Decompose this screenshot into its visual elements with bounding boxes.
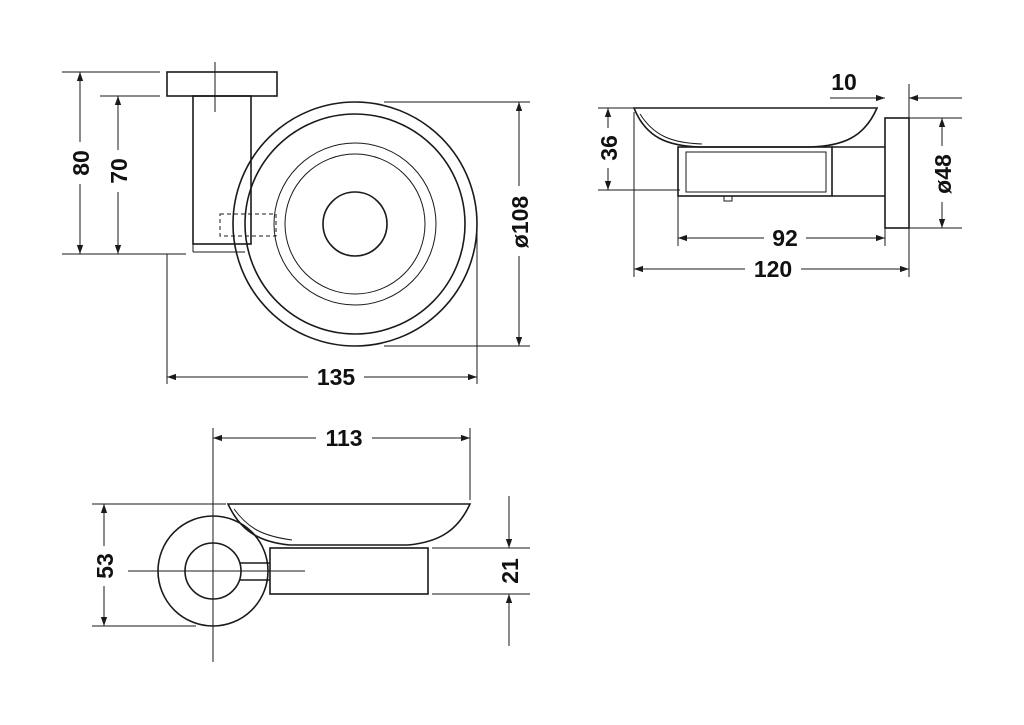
dimension-label-108: ø108 bbox=[507, 196, 533, 249]
dimension-label-120: 120 bbox=[754, 256, 792, 282]
side-rosette bbox=[884, 117, 910, 229]
dimension-label-92: 92 bbox=[772, 225, 798, 251]
side-dish bbox=[632, 107, 879, 148]
dish-center bbox=[322, 191, 388, 257]
dimension-label-80: 80 bbox=[68, 150, 94, 176]
top-view: 113 53 21 bbox=[90, 424, 530, 662]
dimension-label-48: ø48 bbox=[930, 154, 956, 194]
dish-outer-rim bbox=[232, 101, 478, 347]
dish-well-inner bbox=[284, 153, 426, 295]
dish-inner-rim bbox=[244, 113, 466, 335]
hidden-holder bbox=[219, 213, 277, 237]
dimension-label-113: 113 bbox=[325, 425, 362, 451]
dish-well-outer bbox=[273, 142, 437, 306]
dimension-label-21: 21 bbox=[497, 558, 523, 584]
mount-cap bbox=[166, 71, 278, 97]
top-holder bbox=[269, 547, 429, 595]
top-dish bbox=[226, 503, 472, 546]
dimension-label-70: 70 bbox=[106, 158, 132, 184]
mount-arm bbox=[192, 95, 252, 245]
side-view: 10 36 ø48 92 120 bbox=[594, 69, 962, 283]
dimension-label-10: 10 bbox=[831, 69, 857, 95]
side-holder bbox=[677, 146, 833, 197]
dimension-label-53: 53 bbox=[92, 553, 118, 579]
front-view: 80 70 ø108 135 bbox=[62, 62, 533, 391]
dimension-label-36: 36 bbox=[596, 135, 622, 161]
dimension-label-135: 135 bbox=[317, 364, 356, 390]
